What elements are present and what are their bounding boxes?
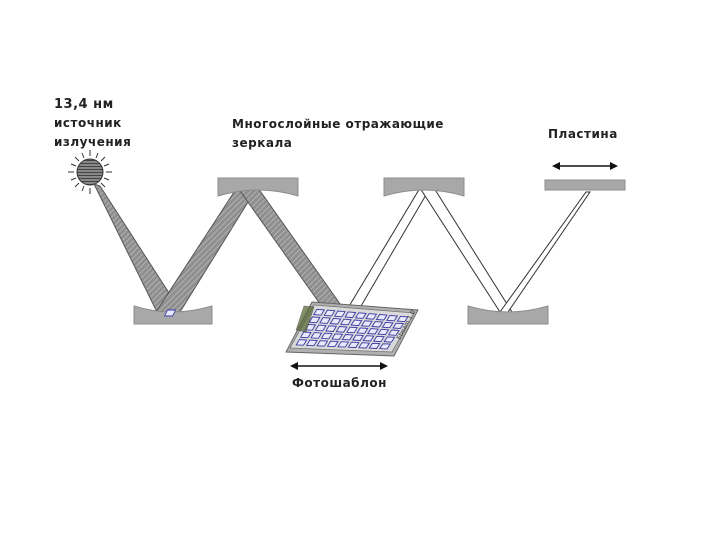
mirrors-label-line-2: зеркала [232, 136, 293, 150]
photomask-cell [344, 311, 357, 319]
photomask-cell [347, 341, 360, 348]
photomask-cell [381, 321, 394, 329]
photomask-grid [163, 309, 177, 317]
photomask-cell [383, 336, 396, 343]
photomask-cell [346, 326, 358, 334]
photomask-cell [366, 328, 379, 335]
photomask-cell [325, 325, 338, 332]
photomask-cell [335, 326, 348, 333]
wafer [544, 179, 626, 191]
photomask-cell [378, 343, 392, 350]
photomask-cell [387, 329, 400, 336]
photomask-cell [368, 342, 381, 349]
photomask-cell [341, 334, 354, 341]
euv-beam-2 [155, 185, 259, 313]
photomask-cell [396, 315, 409, 323]
photomask-cell [305, 339, 318, 347]
top-mirror-2 [383, 177, 465, 197]
radiation-source-icon [68, 150, 112, 194]
photomask-cell [372, 335, 385, 343]
photomask-cell [362, 335, 375, 342]
photomask-cell [308, 316, 321, 324]
photomask-cell [326, 340, 339, 348]
photomask-width-arrow [290, 362, 388, 370]
euv-beam-6 [499, 191, 591, 313]
photomask-cell [350, 319, 363, 327]
photomask-cell [320, 332, 333, 340]
euv-beam-5 [419, 187, 513, 313]
mirrors-label-line-1: Многослойные отражающие [232, 117, 444, 131]
photomask-cell [352, 334, 364, 341]
photomask-cell [329, 317, 342, 325]
photomask-label: Фотошаблон [292, 376, 387, 390]
photomask-cell [375, 314, 388, 321]
photomask-cell [319, 317, 332, 324]
euv-beam-3 [237, 187, 351, 319]
photomask-cells [295, 308, 409, 350]
photomask-cell [356, 327, 369, 334]
photomask-cell [377, 328, 390, 336]
euv-beam-1 [93, 183, 181, 311]
wafer-label: Пластина [548, 127, 618, 141]
source-label-line-2: источник [54, 116, 122, 130]
euv-beam-4 [341, 187, 431, 319]
photomask-cell [331, 333, 344, 340]
mirrors-label: Многослойные отражающие зеркала [232, 115, 444, 153]
photomask-cell [354, 312, 367, 319]
photomask-cell [295, 339, 308, 346]
top-mirror-1 [217, 177, 299, 197]
photomask-cell [314, 324, 327, 332]
photomask-cell [323, 309, 336, 317]
photomask-cell [337, 341, 350, 348]
photomask: Ebeam 1.0 [163, 301, 419, 357]
photomask-cell [371, 321, 384, 328]
source-label: 13,4 нм источник излучения [54, 95, 131, 152]
photomask-cell [360, 320, 373, 327]
photomask-cell [299, 331, 312, 339]
source-label-line-1: 13,4 нм [54, 97, 114, 112]
source-label-line-3: излучения [54, 135, 132, 149]
photomask-cell [333, 310, 346, 318]
photomask-cell [358, 342, 371, 349]
bottom-mirror-2 [467, 305, 549, 325]
photomask-cell [386, 314, 399, 322]
photomask-cell [316, 340, 329, 347]
photomask-cell [310, 332, 323, 339]
wafer-width-arrow [552, 162, 618, 170]
photomask-cell [313, 308, 325, 316]
photomask-cell [392, 322, 405, 329]
photomask-cell [365, 313, 378, 320]
photomask-cell [340, 318, 352, 326]
